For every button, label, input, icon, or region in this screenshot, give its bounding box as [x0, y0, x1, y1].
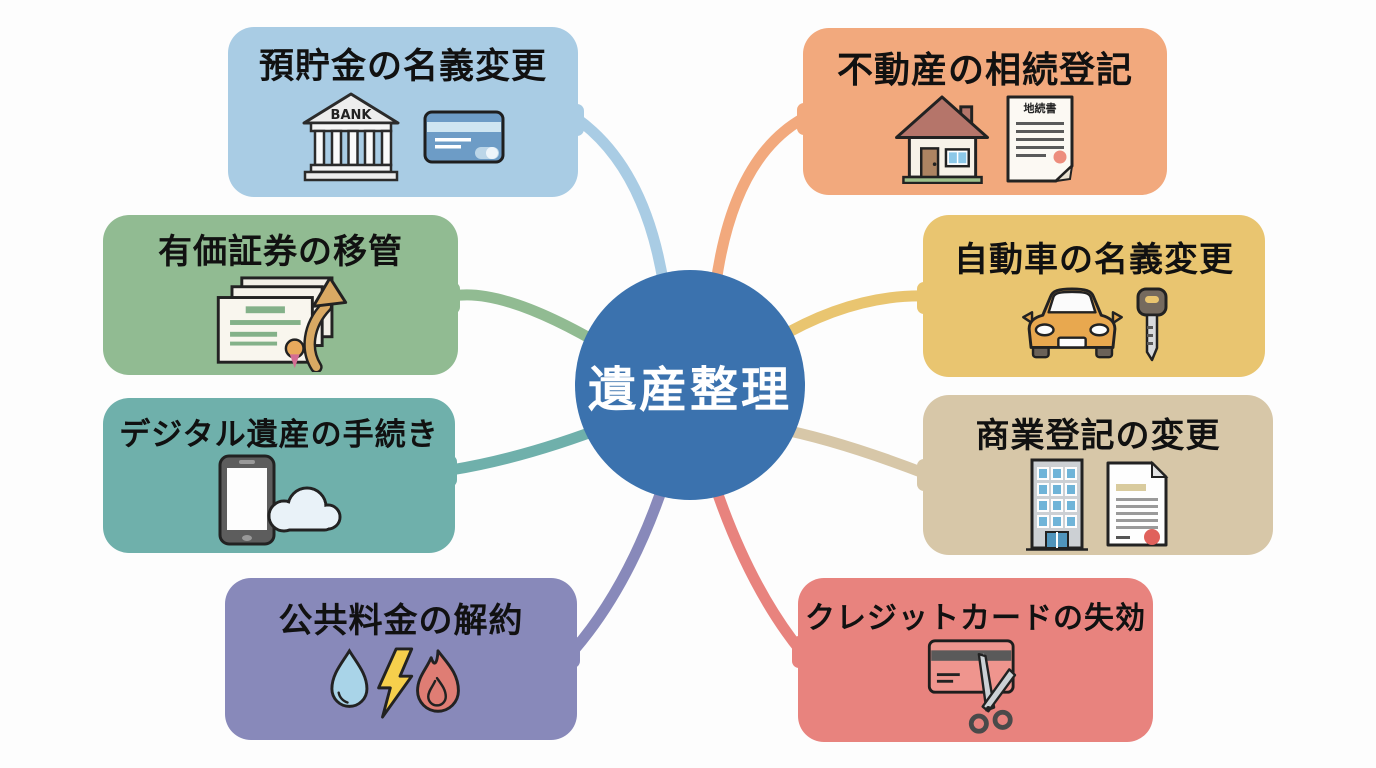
node-title: 有価証券の移管 — [158, 232, 403, 272]
central-hub: 遺産整理 — [575, 270, 805, 500]
node-title: 預貯金の名義変更 — [258, 47, 547, 87]
deed-title: 地続書 — [1023, 101, 1056, 115]
cloud-icon — [267, 486, 342, 533]
connector-utilities — [568, 474, 671, 656]
node-title: クレジットカードの失効 — [805, 601, 1146, 636]
key-icon — [1136, 287, 1167, 362]
water-drop-icon — [330, 648, 369, 708]
node-commercial-registry: 商業登記の変更 — [923, 395, 1273, 555]
connector-creditcard — [707, 474, 806, 656]
lightning-icon — [377, 647, 414, 719]
certificates-icon — [216, 276, 347, 373]
up-arrow-icon — [302, 276, 347, 373]
node-title: 公共料金の解約 — [278, 601, 524, 641]
registry-document-icon — [1106, 460, 1169, 547]
node-title: 自動車の名義変更 — [954, 240, 1234, 280]
house-icon — [894, 95, 989, 185]
node-real-estate: 不動産の相続登記 地続書 — [803, 28, 1167, 195]
smartphone-icon — [218, 454, 342, 546]
node-bank-deposits: 預貯金の名義変更 BANK — [228, 27, 578, 197]
deed-document-icon: 地続書 — [1006, 95, 1073, 183]
node-title: 商業登記の変更 — [975, 416, 1221, 456]
connector-commercial — [769, 422, 932, 480]
credit-card-icon — [423, 110, 505, 164]
node-utilities: 公共料金の解約 — [225, 578, 577, 740]
node-securities: 有価証券の移管 — [103, 215, 458, 375]
node-credit-card: クレジットカードの失効 — [798, 578, 1153, 742]
node-title: デジタル遺産の手続き — [119, 417, 439, 453]
node-car-transfer: 自動車の名義変更 — [923, 215, 1265, 377]
car-icon — [1021, 287, 1123, 359]
cut-credit-card-icon — [927, 638, 1017, 734]
central-hub-label: 遺産整理 — [587, 362, 792, 418]
utilities-icons — [330, 647, 460, 719]
bank-icon-label: BANK — [331, 108, 373, 123]
bank-icon: BANK — [302, 92, 400, 182]
flame-icon — [416, 649, 460, 713]
node-title: 不動産の相続登記 — [836, 50, 1133, 91]
office-building-icon — [1026, 458, 1088, 551]
node-digital-assets: デジタル遺産の手続き — [103, 398, 455, 553]
connector-car — [769, 290, 932, 346]
scissors-icon — [968, 652, 1017, 734]
